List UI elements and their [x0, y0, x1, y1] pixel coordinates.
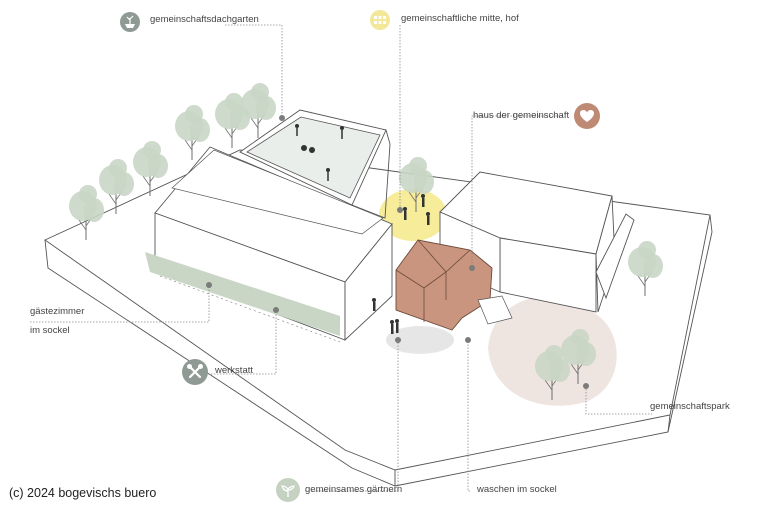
label-haus: haus der gemeinschaft	[473, 110, 570, 121]
roof-garden-building	[239, 109, 391, 219]
plant-pot-icon	[120, 12, 140, 32]
sprout-icon	[276, 478, 300, 502]
copyright-text: (c) 2024 bogevischs buero	[9, 486, 157, 500]
community-house	[395, 239, 513, 331]
leader-lines	[30, 24, 652, 492]
label-gaestezimmer-line1: gästezimmer	[30, 306, 85, 317]
courtyard-highlight	[379, 189, 447, 241]
main-building-left	[145, 146, 393, 343]
label-gaestezimmer: gästezimmer im sockel	[30, 305, 84, 338]
label-waschen: waschen im sockel	[477, 484, 557, 495]
people-figures	[372, 194, 430, 334]
leader-dots	[206, 115, 589, 389]
label-mitte: gemeinschaftliche mitte, hof	[401, 13, 519, 24]
heart-icon	[574, 103, 600, 129]
label-werkstatt: werkstatt	[215, 365, 254, 376]
seating-grid-icon	[370, 10, 390, 30]
label-gaertnern: gemeinsames gärtnern	[305, 484, 403, 495]
label-gaestezimmer-line2: im sockel	[30, 324, 70, 336]
tools-icon	[182, 359, 208, 385]
label-dachgarten: gemeinschaftsdachgarten	[150, 14, 259, 25]
label-park: gemeinschaftspark	[650, 401, 730, 412]
garden-area	[386, 326, 454, 354]
